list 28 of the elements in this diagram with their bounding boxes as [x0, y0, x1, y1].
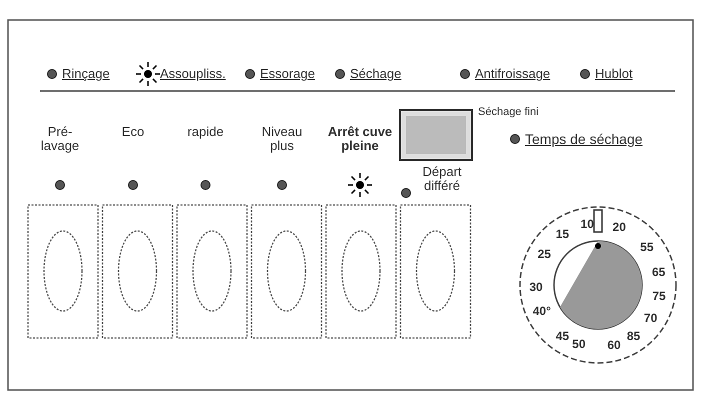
button-label: rapide	[186, 125, 225, 139]
button-label: Eco	[120, 125, 146, 139]
status-label: Rinçage	[62, 67, 111, 81]
dial-label: Temps de séchage	[525, 132, 644, 146]
dial-scale-number: 70	[642, 310, 658, 325]
dial-scale-number: 65	[650, 265, 666, 280]
dial-scale-number: 25	[536, 247, 552, 261]
status-label: Hublot	[595, 67, 634, 81]
dial-scale-number: 40°	[532, 304, 552, 318]
button-label: Départ différé	[421, 165, 463, 193]
dial-scale-number: 20	[612, 220, 627, 234]
dial-scale-number: 15	[554, 227, 570, 242]
dial-scale-number: 85	[626, 328, 642, 343]
display-label: Séchage fini	[478, 105, 540, 119]
dial-scale-number: 10	[580, 216, 595, 231]
button-label: Niveau plus	[260, 125, 304, 153]
dial-scale-number: 30	[528, 280, 544, 294]
dial-scale-number: 75	[651, 288, 667, 303]
status-label: Assoupliss.	[160, 67, 227, 81]
dial-scale-number: 55	[639, 240, 655, 254]
button-label: Arrêt cuve pleine	[326, 125, 394, 153]
status-label: Antifroissage	[475, 67, 552, 81]
dial-scale-number: 50	[571, 336, 586, 351]
status-label: Séchage	[350, 67, 402, 81]
button-label: Pré-lavage	[40, 125, 80, 153]
dial-scale-number: 60	[606, 338, 622, 352]
status-label: Essorage	[260, 67, 316, 81]
dial-scale-number: 45	[554, 328, 570, 343]
